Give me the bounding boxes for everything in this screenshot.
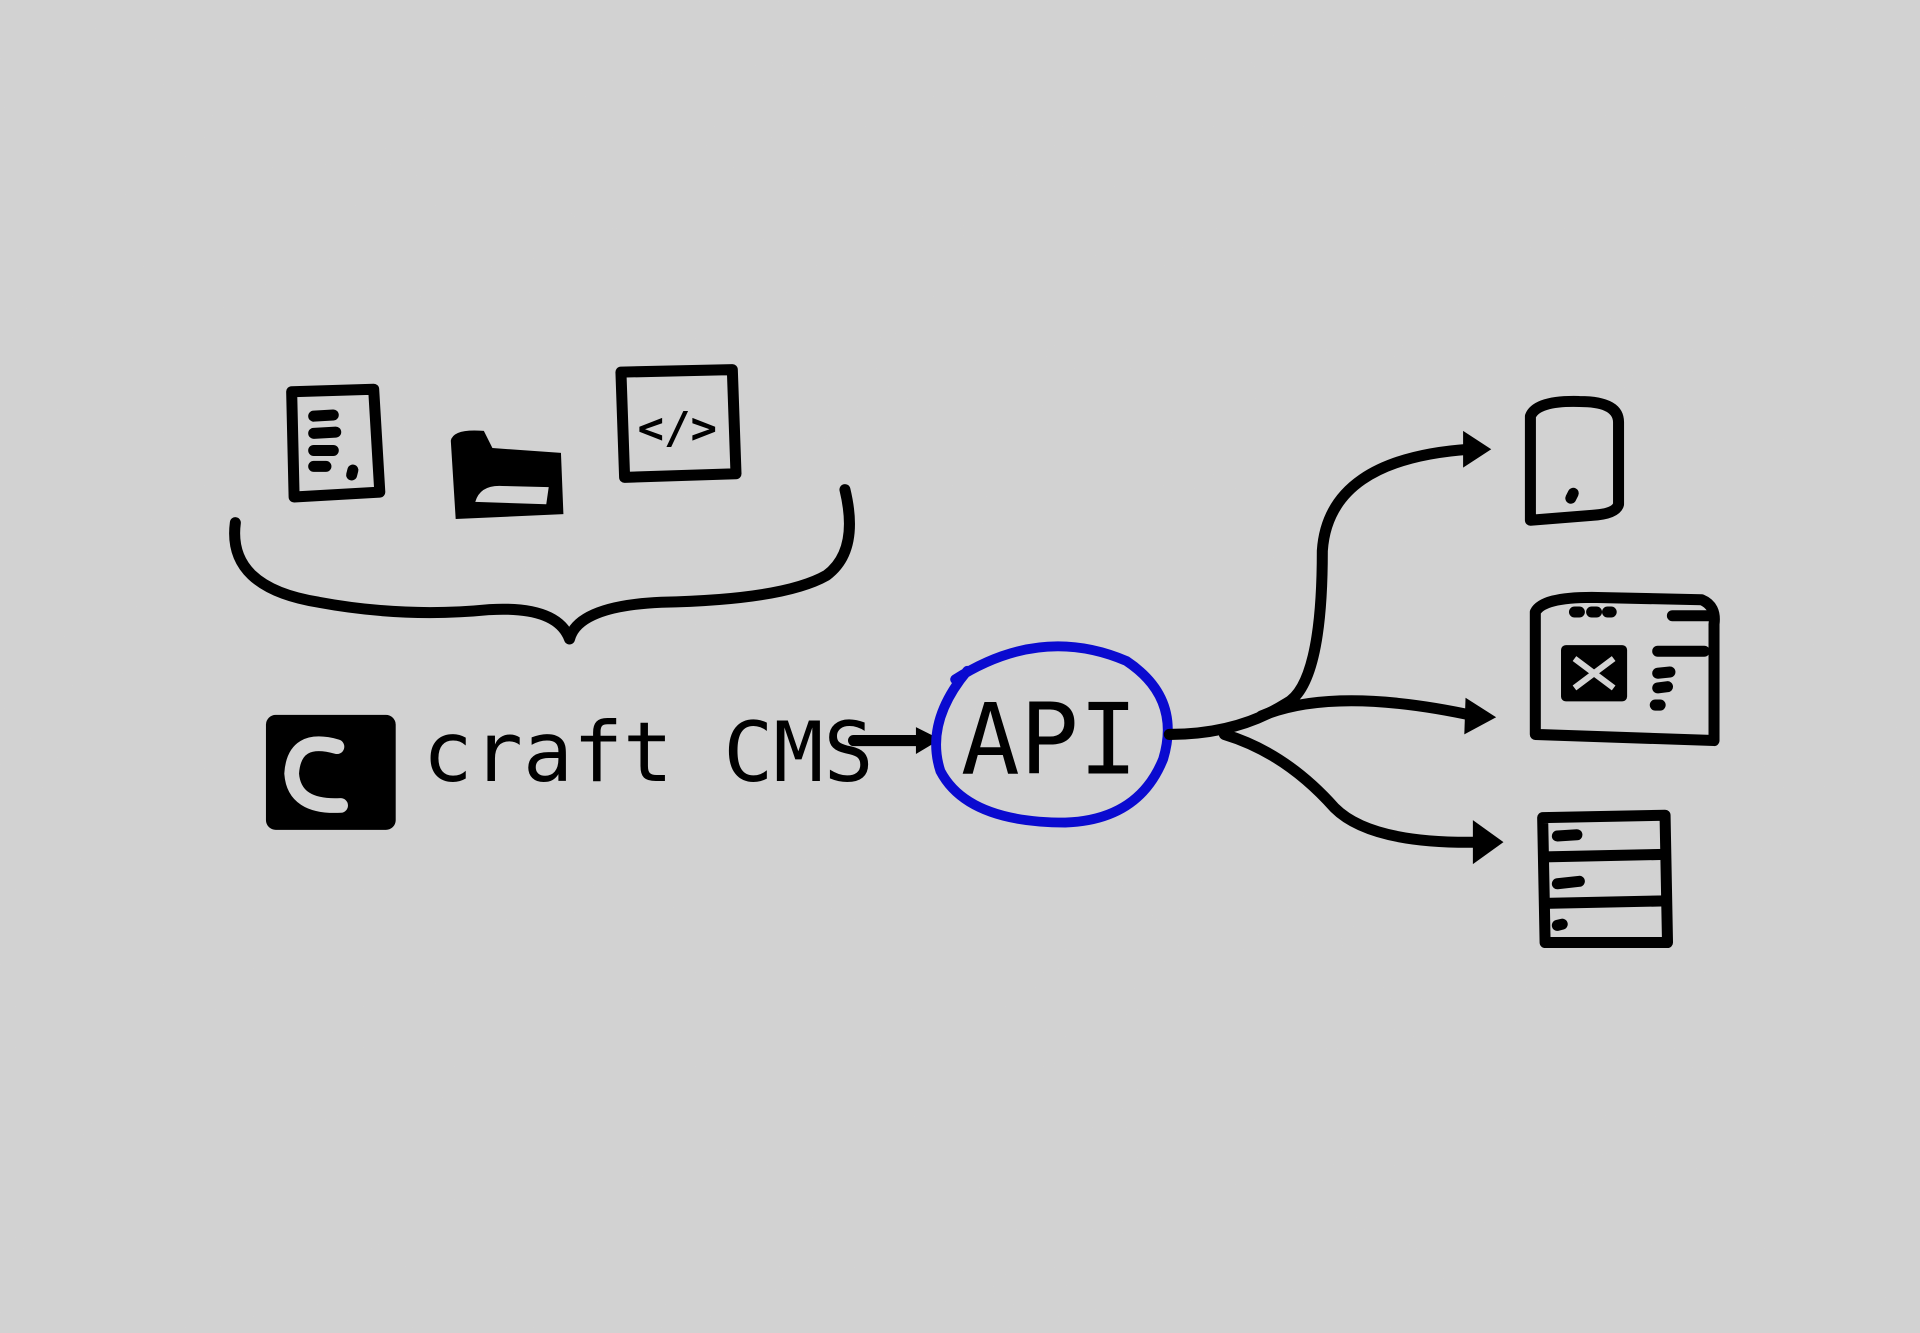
browser-window-icon: [1529, 591, 1720, 747]
craft-logo-icon: [265, 714, 396, 830]
folder-icon: [450, 430, 564, 520]
arrows-api-to-targets: [1163, 430, 1504, 865]
document-icon: [286, 383, 386, 503]
code-file-icon: </>: [615, 364, 742, 483]
mobile-device-icon: [1524, 395, 1625, 526]
api-label: API: [961, 684, 1138, 798]
grouping-brace: [229, 484, 855, 645]
database-server-icon: [1537, 809, 1674, 949]
code-label: </>: [637, 403, 717, 454]
cms-label: craft CMS: [423, 704, 874, 801]
arrow-cms-to-api: [847, 727, 941, 755]
api-node: API: [931, 641, 1173, 828]
